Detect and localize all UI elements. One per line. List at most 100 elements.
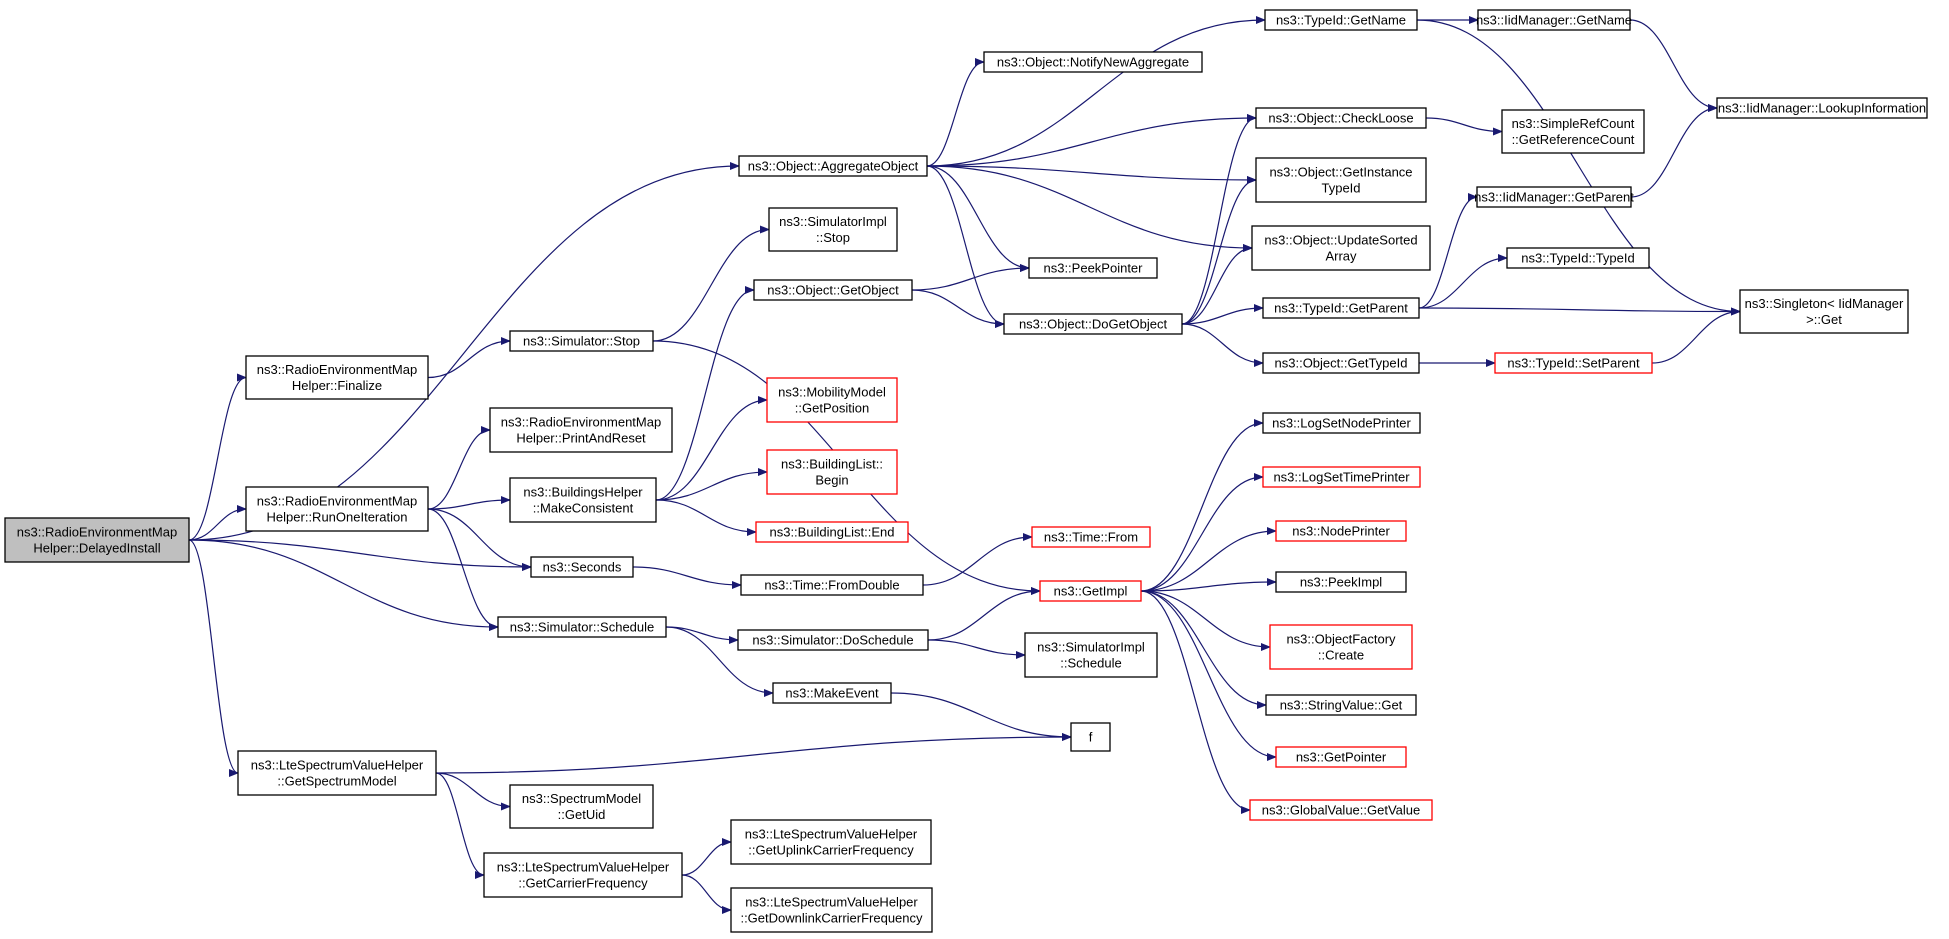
node-doschedule[interactable]: ns3::Simulator::DoSchedule xyxy=(737,629,929,651)
edge-aggregate-to-updatesorted xyxy=(926,165,1253,252)
node-label: >::Get xyxy=(1806,312,1842,327)
node-getcarrier[interactable]: ns3::LteSpectrumValueHelper::GetCarrierF… xyxy=(483,852,683,898)
node-box xyxy=(1275,746,1407,768)
edge-fromdouble-to-timefrom xyxy=(922,533,1033,586)
node-getuid[interactable]: ns3::SpectrumModel::GetUid xyxy=(509,784,654,829)
node-simplerefcount[interactable]: ns3::SimpleRefCount::GetReferenceCount xyxy=(1501,109,1645,154)
edge-simstop-to-simimplstop xyxy=(652,225,770,342)
node-label: ns3::LteSpectrumValueHelper xyxy=(497,860,670,875)
node-label: ns3::Singleton< IidManager xyxy=(1745,296,1904,311)
node-f[interactable]: f xyxy=(1070,722,1111,752)
node-simimplsched[interactable]: ns3::SimulatorImpl::Schedule xyxy=(1024,632,1158,678)
node-box xyxy=(483,852,683,898)
node-peekimpl[interactable]: ns3::PeekImpl xyxy=(1275,571,1407,593)
node-label: ::MakeConsistent xyxy=(533,501,634,516)
edge-getimpl-to-stringget xyxy=(1140,590,1267,709)
node-box xyxy=(738,155,928,177)
edge-getimpl-to-objfactory xyxy=(1140,590,1271,651)
node-label: ns3::BuildingList:: xyxy=(781,457,883,472)
node-getobject[interactable]: ns3::Object::GetObject xyxy=(753,279,913,301)
node-label: ns3::Simulator::Schedule xyxy=(510,620,655,635)
node-timefrom[interactable]: ns3::Time::From xyxy=(1031,526,1151,548)
node-root[interactable]: ns3::RadioEnvironmentMapHelper::DelayedI… xyxy=(4,517,190,563)
edge-tidgetparent-to-singleton xyxy=(1418,307,1741,316)
node-iidgetname[interactable]: ns3::IidManager::GetName xyxy=(1476,9,1632,31)
node-downlink[interactable]: ns3::LteSpectrumValueHelper::GetDownlink… xyxy=(730,887,933,933)
edge-tidgetparent-to-iidgetparent xyxy=(1418,193,1478,309)
node-makeconsistent[interactable]: ns3::BuildingsHelper::MakeConsistent xyxy=(509,477,657,523)
node-runone[interactable]: ns3::RadioEnvironmentMapHelper::RunOneIt… xyxy=(245,486,429,532)
node-printreset[interactable]: ns3::RadioEnvironmentMapHelper::PrintAnd… xyxy=(489,407,673,453)
node-tidgetname[interactable]: ns3::TypeId::GetName xyxy=(1264,9,1418,31)
node-nodeprinter[interactable]: ns3::NodePrinter xyxy=(1275,520,1407,542)
node-box xyxy=(1249,799,1433,821)
node-label: ns3::MobilityModel xyxy=(778,385,886,400)
node-peekpointer[interactable]: ns3::PeekPointer xyxy=(1028,257,1158,279)
node-box xyxy=(1070,722,1111,752)
node-notifyagg[interactable]: ns3::Object::NotifyNewAggregate xyxy=(983,51,1203,73)
node-mobility[interactable]: ns3::MobilityModel::GetPosition xyxy=(766,377,898,423)
node-objgettypeid[interactable]: ns3::Object::GetTypeId xyxy=(1262,352,1420,374)
node-box xyxy=(730,819,932,865)
edge-getimpl-to-nodeprinter xyxy=(1140,527,1277,592)
node-blend[interactable]: ns3::BuildingList::End xyxy=(755,521,909,543)
edge-runone-to-seconds xyxy=(427,508,532,571)
node-simimplstop[interactable]: ns3::SimulatorImpl::Stop xyxy=(768,207,898,252)
node-label: ns3::MakeEvent xyxy=(785,686,879,701)
node-ltegsm[interactable]: ns3::LteSpectrumValueHelper::GetSpectrum… xyxy=(237,750,437,796)
node-box xyxy=(1024,632,1158,678)
node-fromdouble[interactable]: ns3::Time::FromDouble xyxy=(740,574,924,596)
node-makeevent[interactable]: ns3::MakeEvent xyxy=(772,682,892,704)
edge-runone-to-printreset xyxy=(427,426,491,510)
edge-schedule-to-doschedule xyxy=(665,626,739,644)
node-box xyxy=(1255,107,1427,129)
node-tidtypeid[interactable]: ns3::TypeId::TypeId xyxy=(1506,247,1650,269)
node-iidgetparent[interactable]: ns3::IidManager::GetParent xyxy=(1474,186,1634,208)
node-box xyxy=(509,477,657,523)
edge-dogetobject-to-objgettypeid xyxy=(1181,323,1264,367)
node-label: ns3::LogSetTimePrinter xyxy=(1273,470,1410,485)
node-box xyxy=(1262,412,1421,434)
node-label: ns3::TypeId::GetParent xyxy=(1274,301,1408,316)
node-schedule[interactable]: ns3::Simulator::Schedule xyxy=(497,616,667,638)
node-tidgetparent[interactable]: ns3::TypeId::GetParent xyxy=(1262,297,1420,319)
node-box xyxy=(245,355,429,400)
node-getpointer[interactable]: ns3::GetPointer xyxy=(1275,746,1407,768)
node-stringget[interactable]: ns3::StringValue::Get xyxy=(1265,694,1417,716)
edge-ltegsm-to-getuid xyxy=(435,772,511,811)
node-checkloose[interactable]: ns3::Object::CheckLoose xyxy=(1255,107,1427,129)
node-objfactory[interactable]: ns3::ObjectFactory::Create xyxy=(1269,624,1413,670)
node-label: ::Stop xyxy=(816,230,850,245)
node-label: ns3::RadioEnvironmentMap xyxy=(257,362,417,377)
node-blbegin[interactable]: ns3::BuildingList::Begin xyxy=(766,449,898,495)
edge-root-to-finalize xyxy=(188,373,247,541)
node-uplink[interactable]: ns3::LteSpectrumValueHelper::GetUplinkCa… xyxy=(730,819,932,865)
node-logtimeprinter[interactable]: ns3::LogSetTimePrinter xyxy=(1262,466,1421,488)
edge-dogetobject-to-updatesorted xyxy=(1181,244,1253,325)
node-tidsetparent[interactable]: ns3::TypeId::SetParent xyxy=(1494,352,1653,374)
node-lookupinfo[interactable]: ns3::IidManager::LookupInformation xyxy=(1716,97,1928,119)
edge-aggregate-to-checkloose xyxy=(926,114,1257,167)
edge-aggregate-to-getinstance xyxy=(926,165,1257,184)
node-getimpl[interactable]: ns3::GetImpl xyxy=(1039,580,1142,602)
node-box xyxy=(1265,694,1417,716)
node-seconds[interactable]: ns3::Seconds xyxy=(530,556,634,578)
node-lognodeprinter[interactable]: ns3::LogSetNodePrinter xyxy=(1262,412,1421,434)
node-box xyxy=(245,486,429,532)
node-globalvalue[interactable]: ns3::GlobalValue::GetValue xyxy=(1249,799,1433,821)
node-singleton[interactable]: ns3::Singleton< IidManager >::Get xyxy=(1739,289,1909,334)
node-box xyxy=(1039,580,1142,602)
node-aggregate[interactable]: ns3::Object::AggregateObject xyxy=(738,155,928,177)
node-box xyxy=(1716,97,1928,119)
node-simstop[interactable]: ns3::Simulator::Stop xyxy=(509,330,654,352)
node-box xyxy=(1031,526,1151,548)
edge-root-to-runone xyxy=(188,505,247,541)
node-dogetobject[interactable]: ns3::Object::DoGetObject xyxy=(1003,313,1183,335)
node-label: ns3::SimpleRefCount xyxy=(1512,116,1635,131)
node-label: ::GetUid xyxy=(558,807,606,822)
node-box xyxy=(489,407,673,453)
edge-getobject-to-dogetobject xyxy=(911,289,1005,328)
